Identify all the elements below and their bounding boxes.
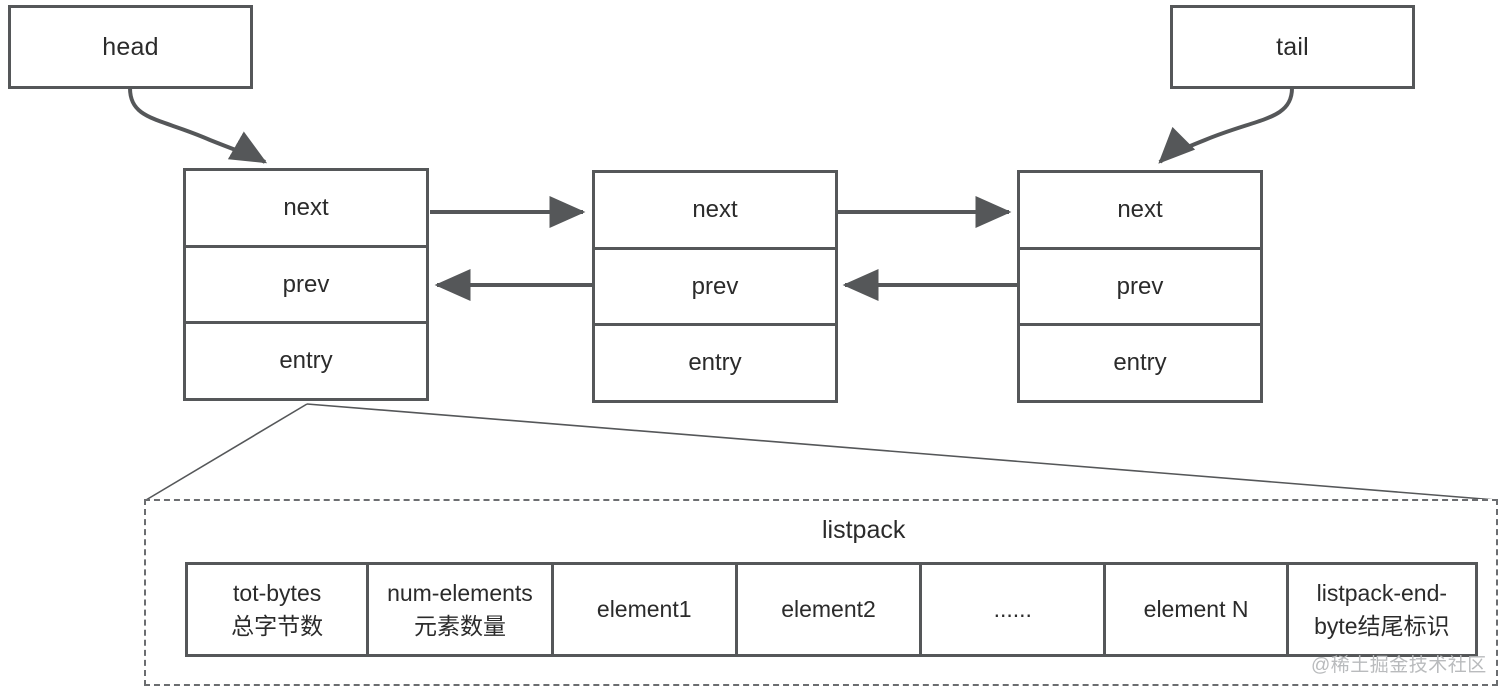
node-3-next-label: next	[1117, 196, 1163, 223]
tail-label: tail	[1276, 32, 1309, 61]
node-2-next-label: next	[692, 196, 738, 223]
listpack-cell-num-elements-zh: 元素数量	[413, 612, 506, 639]
listpack-cell-end-byte[interactable]: listpack-end- byte结尾标识	[1285, 562, 1478, 657]
node-1-entry-label: entry	[279, 347, 333, 374]
listpack-cell-tot-bytes[interactable]: tot-bytes 总字节数	[185, 562, 370, 657]
listpack-cell-element-n-en: element N	[1143, 596, 1249, 623]
listpack-cell-element1[interactable]: element1	[550, 562, 738, 657]
node-1-next-label: next	[283, 194, 329, 221]
node-3-next-cell[interactable]: next	[1017, 170, 1263, 250]
quicklist-node-2[interactable]: next prev entry	[592, 170, 838, 403]
listpack-cell-tot-bytes-zh: 总字节数	[231, 612, 324, 639]
node-2-entry-label: entry	[688, 349, 742, 376]
node-1-next-cell[interactable]: next	[183, 168, 429, 248]
quicklist-node-1[interactable]: next prev entry	[183, 168, 429, 401]
listpack-cell-end-byte-en: listpack-end-	[1316, 579, 1448, 606]
node-3-prev-cell[interactable]: prev	[1017, 247, 1263, 326]
tail-pointer-arrow	[1158, 87, 1294, 164]
node-1-prev-cell[interactable]: prev	[183, 245, 429, 324]
watermark-text: @稀土掘金技术社区	[1311, 655, 1487, 676]
listpack-cell-element1-en: element1	[596, 596, 692, 623]
listpack-cell-element2-en: element2	[781, 596, 876, 623]
listpack-title: listpack	[822, 516, 906, 544]
node-2-entry-cell[interactable]: entry	[592, 323, 838, 403]
quicklist-node-3[interactable]: next prev entry	[1017, 170, 1263, 403]
listpack-cell-num-elements[interactable]: num-elements 元素数量	[366, 562, 554, 657]
listpack-cell-num-elements-en: num-elements	[387, 579, 533, 606]
listpack-table: tot-bytes 总字节数 num-elements 元素数量 element…	[185, 562, 1478, 657]
node-3-prev-label: prev	[1116, 272, 1164, 300]
node-2-next-cell[interactable]: next	[592, 170, 838, 250]
node-3-entry-cell[interactable]: entry	[1017, 323, 1263, 403]
entry-expand-line-right	[306, 403, 1497, 501]
head-pointer-box[interactable]: head	[8, 5, 253, 89]
head-label: head	[102, 32, 159, 61]
node-2-prev-label: prev	[691, 272, 739, 300]
node-3-entry-label: entry	[1113, 349, 1167, 376]
tail-pointer-box[interactable]: tail	[1170, 5, 1415, 89]
entry-expand-line-left	[145, 403, 308, 501]
listpack-cell-tot-bytes-en: tot-bytes	[233, 579, 322, 606]
node-2-prev-cell[interactable]: prev	[592, 247, 838, 326]
head-pointer-arrow	[128, 87, 268, 164]
listpack-cell-ellipsis[interactable]: ......	[919, 562, 1107, 657]
listpack-cell-element2[interactable]: element2	[734, 562, 923, 657]
node-1-entry-cell[interactable]: entry	[183, 321, 429, 401]
listpack-cell-ellipsis-en: ......	[993, 596, 1032, 623]
node-1-prev-label: prev	[282, 270, 330, 298]
listpack-cell-end-byte-zh: byte结尾标识	[1314, 612, 1450, 639]
listpack-cell-element-n[interactable]: element N	[1103, 562, 1289, 657]
